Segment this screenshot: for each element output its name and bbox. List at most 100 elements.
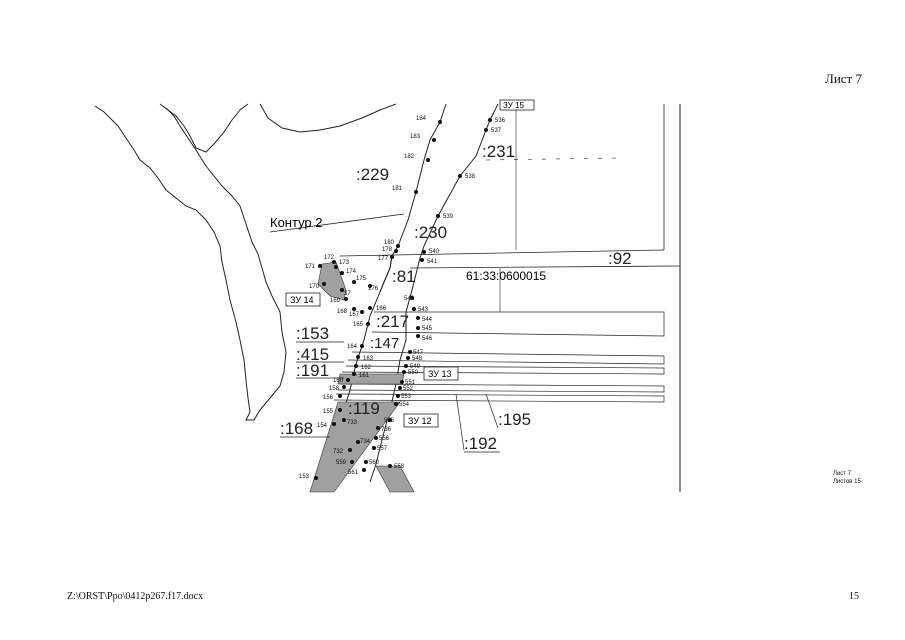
survey-point-549	[404, 364, 408, 368]
parcel-192: :192	[464, 434, 497, 453]
survey-point-label-733: 733	[347, 420, 358, 426]
survey-point-553	[396, 394, 400, 398]
survey-point-label-182: 182	[404, 154, 415, 160]
survey-point-158	[342, 385, 346, 389]
survey-point-557	[372, 446, 376, 450]
survey-point-label-552: 552	[403, 386, 414, 392]
survey-point-label-163: 163	[363, 356, 374, 362]
survey-point-label-170: 170	[309, 284, 320, 290]
file-path: Z:\ORST\Ppo\0412p267.f17.docx	[67, 591, 204, 602]
sheet-note: Лист 7 Листов 15	[833, 470, 861, 486]
zu15-label: ЗУ 15	[503, 101, 524, 110]
survey-point-label-546: 546	[422, 336, 433, 342]
survey-point-label-175: 175	[356, 276, 367, 282]
survey-point-label-539: 539	[443, 214, 454, 220]
survey-point-165	[366, 322, 370, 326]
parcel-92: :92	[608, 249, 632, 268]
survey-point-label-178: 178	[382, 247, 393, 253]
survey-point-label-174: 174	[346, 269, 357, 275]
survey-point-label-550: 550	[408, 370, 419, 376]
survey-point-540	[422, 250, 426, 254]
survey-point-label-549: 549	[410, 364, 421, 370]
survey-point-label-561: 561	[348, 470, 359, 476]
shoreline-boundary	[94, 105, 287, 421]
survey-point-551	[400, 380, 404, 384]
sheet-note-line2: Листов 15	[833, 479, 861, 485]
road-strips	[333, 311, 665, 403]
parcel-191: :191	[296, 361, 329, 380]
survey-point-560	[364, 460, 368, 464]
survey-point-label-171: 171	[305, 264, 316, 270]
survey-point-label-559: 559	[336, 460, 347, 466]
survey-point-541	[420, 258, 424, 262]
survey-point-546	[416, 334, 420, 338]
survey-point-154	[332, 422, 336, 426]
survey-point-550	[402, 370, 406, 374]
parcel-underlines	[280, 341, 500, 453]
survey-point-label-155: 155	[323, 409, 334, 415]
survey-point-label-547: 547	[413, 350, 424, 356]
survey-point-558	[388, 464, 392, 468]
zu14-label: ЗУ 14	[290, 295, 314, 305]
parcel-231: :231	[482, 142, 515, 161]
survey-point-label-536: 536	[495, 118, 506, 124]
survey-point-label-554: 554	[399, 402, 410, 408]
survey-point-178	[394, 249, 398, 253]
survey-point-184	[438, 120, 442, 124]
parcel-217: :217	[376, 312, 409, 331]
survey-point-169	[344, 297, 348, 301]
survey-point-561	[362, 468, 366, 472]
contour-leader	[269, 213, 405, 233]
survey-point-153	[314, 476, 318, 480]
survey-point-176	[368, 284, 372, 288]
survey-point-label-736: 736	[381, 427, 392, 433]
survey-point-label-537: 537	[491, 128, 502, 134]
survey-point-175	[352, 280, 356, 284]
survey-point-155	[338, 408, 342, 412]
survey-point-label-164: 164	[347, 344, 358, 350]
survey-point-172	[332, 260, 336, 264]
survey-point-163	[356, 355, 360, 359]
survey-point-168	[352, 307, 356, 311]
survey-point-label-734: 734	[360, 439, 371, 445]
survey-point-177	[390, 255, 394, 259]
zu13-box	[423, 366, 459, 381]
survey-point-label-542: 542	[404, 296, 415, 302]
survey-point-164	[360, 344, 364, 348]
parcel-230: :230	[414, 223, 447, 242]
survey-point-label-555: 555	[384, 418, 395, 424]
survey-point-171	[318, 264, 322, 268]
survey-point-label-161: 161	[359, 373, 370, 379]
survey-point-538	[458, 174, 462, 178]
survey-point-537	[484, 128, 488, 132]
survey-point-label-553: 553	[401, 394, 412, 400]
survey-point-label-557: 557	[377, 446, 388, 452]
survey-point-label-176: 176	[368, 286, 379, 292]
survey-points: 1841831821811801781775365375385395405411…	[299, 116, 506, 480]
survey-point-180	[396, 244, 400, 248]
survey-point-732	[348, 448, 352, 452]
survey-point-label-184: 184	[416, 116, 427, 122]
survey-point-556	[374, 436, 378, 440]
survey-point-label-538: 538	[465, 174, 476, 180]
survey-point-37	[340, 288, 344, 292]
survey-point-545	[416, 326, 420, 330]
survey-point-539	[436, 214, 440, 218]
survey-point-182	[426, 158, 430, 162]
inner-boundary	[159, 103, 249, 153]
survey-point-label-154: 154	[317, 423, 328, 429]
survey-point-181	[414, 190, 418, 194]
survey-point-label-558: 558	[394, 464, 405, 470]
survey-point-label-166: 166	[376, 306, 387, 312]
survey-point-label-551: 551	[405, 380, 416, 386]
survey-point-548	[406, 356, 410, 360]
survey-point-label-540: 540	[429, 249, 440, 255]
survey-point-label-162: 162	[361, 365, 372, 371]
parcel-168: :168	[280, 419, 313, 438]
survey-point-536	[488, 118, 492, 122]
survey-point-544	[416, 316, 420, 320]
survey-point-label-169: 169	[330, 298, 341, 304]
parcel-153: :153	[296, 324, 329, 343]
contour-label: Контур 2	[270, 215, 323, 230]
